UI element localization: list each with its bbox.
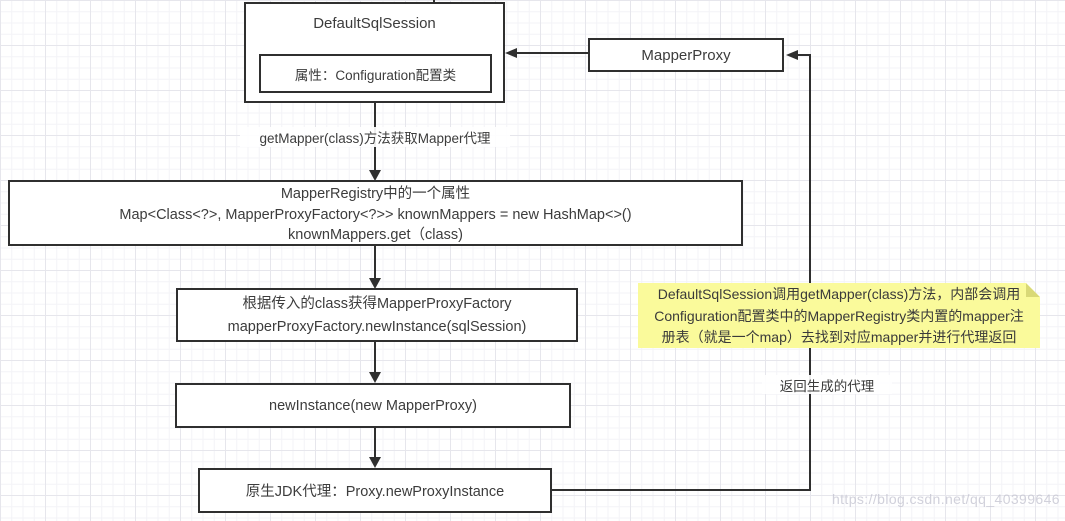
newinstance-to-jdk-arrowhead-icon [369,457,381,468]
mapper-registry-line2: Map<Class<?>, MapperProxyFactory<?>> kno… [119,206,632,223]
sticky-note: DefaultSqlSession调用getMapper(class)方法，内部… [638,283,1040,348]
default-sql-session-title: DefaultSqlSession [313,15,436,32]
mapper-registry-line3: knownMappers.get（class) [288,227,463,243]
new-instance-title: newInstance(new MapperProxy) [269,397,477,414]
sticky-note-fold-icon [1026,283,1040,297]
get-factory-line2: mapperProxyFactory.newInstance(sqlSessio… [227,319,527,335]
configuration-attribute-box: 属性：Configuration配置类 [259,54,492,93]
getmapper-edge-label: getMapper(class)方法获取Mapper代理 [240,127,510,147]
jdk-proxy-title: 原生JDK代理：Proxy.newProxyInstance [245,484,505,500]
mapperproxy-to-session-edge-line [517,52,590,54]
get-factory-line1: 根据传入的class获得MapperProxyFactory [242,296,512,312]
mapperproxy-to-session-arrowhead-icon [505,48,517,58]
return-edge-vertical-line [809,54,811,491]
watermark: https://blog.csdn.net/qq_40399646 [831,491,1060,507]
return-edge-top-line [798,54,811,56]
factory-to-newinstance-edge-line [374,342,376,373]
return-edge-label: 返回生成的代理 [762,375,892,394]
configuration-attribute-label: 属性：Configuration配置类 [294,67,457,83]
default-sql-session-box: DefaultSqlSession 属性：Configuration配置类 [244,2,505,103]
get-factory-box: 根据传入的class获得MapperProxyFactory mapperPro… [176,288,578,342]
registry-to-factory-edge-line [374,246,376,279]
return-arrowhead-icon [786,50,798,60]
sticky-note-line3: 册表（就是一个map）去找到对应mapper并进行代理返回 [661,329,1017,345]
getmapper-arrowhead-icon [369,170,381,181]
mapper-registry-line1: MapperRegistry中的一个属性 [280,186,471,202]
sticky-note-line1: DefaultSqlSession调用getMapper(class)方法，内部… [657,286,1021,302]
sticky-note-line2: Configuration配置类中的MapperRegistry类内置的mapp… [654,307,1024,324]
factory-to-newinstance-arrowhead-icon [369,372,381,383]
new-instance-box: newInstance(new MapperProxy) [175,383,571,428]
mapper-registry-box: MapperRegistry中的一个属性 Map<Class<?>, Mappe… [8,180,743,246]
jdk-proxy-box: 原生JDK代理：Proxy.newProxyInstance [198,468,552,513]
mapper-proxy-title: MapperProxy [641,46,731,64]
mapper-proxy-box: MapperProxy [588,38,784,72]
return-edge-bottom-line [551,489,811,491]
newinstance-to-jdk-edge-line [374,428,376,458]
registry-to-factory-arrowhead-icon [369,278,381,289]
